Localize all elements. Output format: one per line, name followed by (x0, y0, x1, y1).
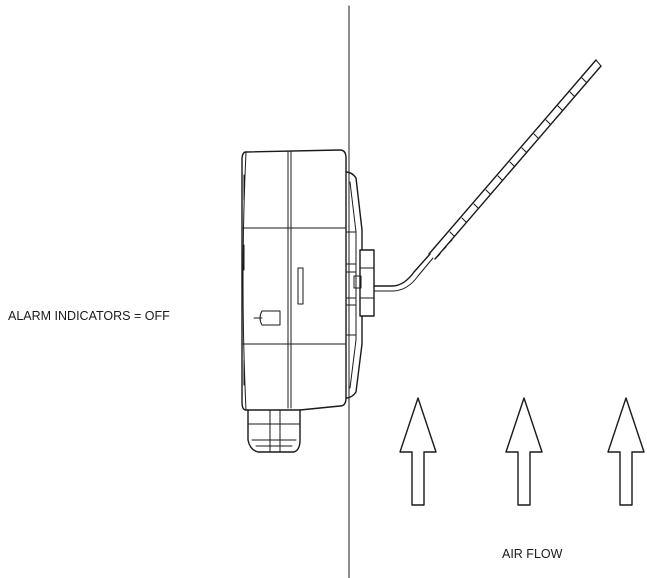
airflow-arrow (607, 397, 645, 506)
air-flow-label: AIR FLOW (502, 547, 563, 561)
alarm-indicators-label: ALARM INDICATORS = OFF (8, 309, 170, 323)
sampling-tube (428, 59, 602, 260)
detector-housing (241, 149, 347, 411)
cable-gland (247, 409, 301, 453)
airflow-arrow (505, 397, 543, 506)
probe-block (353, 249, 375, 317)
airflow-arrow (399, 397, 437, 506)
sensor-cable (373, 253, 431, 287)
